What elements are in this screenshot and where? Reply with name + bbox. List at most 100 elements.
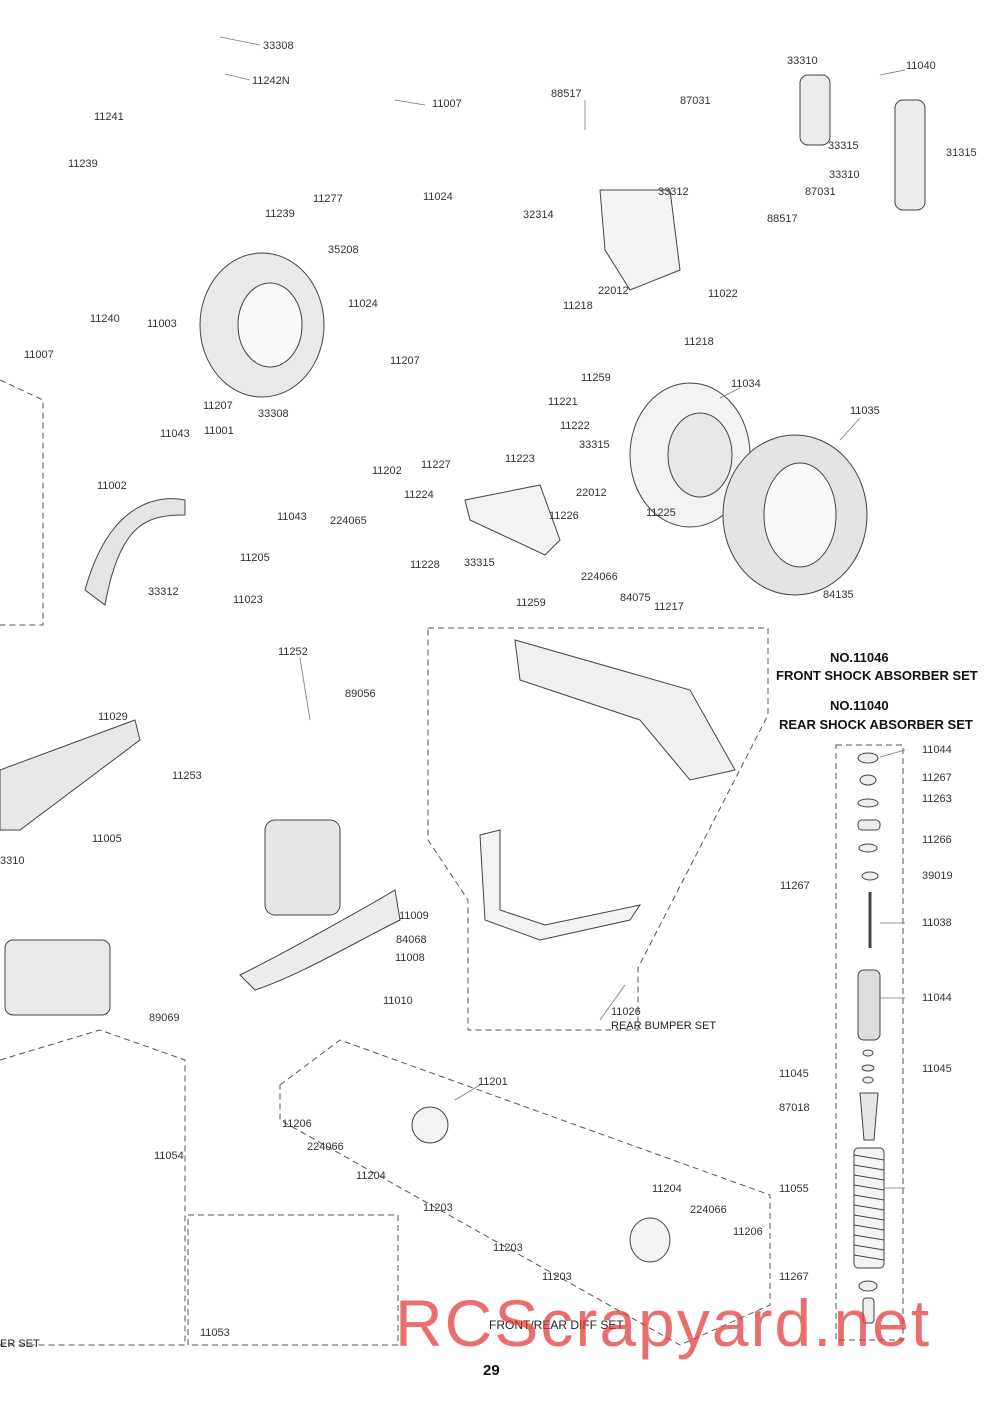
- part-label: 224066: [581, 571, 618, 583]
- part-label: 11226: [549, 510, 579, 522]
- part-label: 11240: [90, 313, 120, 325]
- diff-ring-gear: [411, 1106, 449, 1144]
- part-label: 33312: [658, 186, 689, 198]
- part-label: 32314: [523, 209, 554, 221]
- engine: [264, 819, 341, 916]
- part-label: 11035: [850, 405, 880, 417]
- part-label: 11239: [68, 158, 98, 170]
- part-label: 11267: [779, 1271, 809, 1283]
- part-label: 11242N: [252, 75, 290, 87]
- part-label: 33310: [787, 55, 818, 67]
- rear-shock-set-name: REAR SHOCK ABSORBER SET: [779, 717, 973, 732]
- rear-bumper-set-label: REAR BUMPER SET: [611, 1020, 717, 1032]
- part-label: 11044: [922, 992, 952, 1004]
- page-number: 29: [483, 1362, 500, 1379]
- part-label: 11034: [731, 378, 761, 390]
- part-label: 88517: [767, 213, 798, 225]
- part-label: 11223: [505, 453, 535, 465]
- front-shock-set-number: NO.11046: [830, 650, 889, 665]
- part-label: 11205: [240, 552, 270, 564]
- diff-case: [629, 1217, 671, 1263]
- part-label: 11241: [94, 111, 124, 123]
- part-label: 11053: [200, 1327, 230, 1339]
- front-bumper-dashed-outline: [0, 379, 44, 626]
- part-label: 11201: [478, 1076, 508, 1088]
- part-label: 11008: [395, 952, 425, 964]
- rear-bumper-dashed-outline: [427, 627, 769, 1031]
- part-label: 87031: [805, 186, 836, 198]
- part-label: 33315: [828, 140, 859, 152]
- part-label: 33308: [258, 408, 289, 420]
- part-label: 11010: [383, 995, 413, 1007]
- part-label: 11007: [24, 349, 54, 361]
- part-label: 224065: [330, 515, 367, 527]
- bumper-11053-dashed-outline: [187, 1214, 399, 1346]
- part-label: 84135: [823, 589, 854, 601]
- part-label: 11266: [922, 834, 952, 846]
- part-label: 31315: [946, 147, 977, 159]
- part-label: 84075: [620, 592, 651, 604]
- part-label: 11203: [493, 1242, 523, 1254]
- part-label: 11227: [421, 459, 451, 471]
- part-label: 11204: [652, 1183, 682, 1195]
- part-label: 11044: [922, 744, 952, 756]
- part-label: 33315: [579, 439, 610, 451]
- part-label: 11259: [516, 597, 546, 609]
- part-label: 11253: [172, 770, 202, 782]
- part-label: 11221: [548, 396, 578, 408]
- part-label: 22012: [576, 487, 607, 499]
- part-label: 11277: [313, 193, 343, 205]
- part-label: 224066: [690, 1204, 727, 1216]
- part-label: 88517: [551, 88, 582, 100]
- part-label: 11267: [922, 772, 952, 784]
- part-label: 11203: [542, 1271, 572, 1283]
- part-label: 11023: [233, 594, 263, 606]
- shock-11040: [894, 99, 926, 211]
- rear-shock-stack: [853, 752, 885, 1324]
- front-shock-set-name: FRONT SHOCK ABSORBER SET: [776, 668, 978, 683]
- diff-set-label: FRONT/REAR DIFF SET: [489, 1318, 624, 1332]
- part-label: 11203: [423, 1202, 453, 1214]
- part-label: 11038: [922, 917, 952, 929]
- body-11029: [0, 719, 141, 831]
- part-label: 11239: [265, 208, 295, 220]
- part-label: 11207: [203, 400, 233, 412]
- part-label: 33308: [263, 40, 294, 52]
- part-label: 11024: [423, 191, 453, 203]
- part-label: 39019: [922, 870, 953, 882]
- part-label: 84068: [396, 934, 427, 946]
- bumper-set-dashed-outline: [0, 1029, 186, 1346]
- part-silhouettes: [0, 74, 926, 1263]
- part-label: 11228: [410, 559, 440, 571]
- part-label: 11040: [906, 60, 936, 72]
- part-label: 11217: [654, 601, 684, 613]
- rear-shock-set-number: NO.11040: [830, 698, 889, 713]
- part-label: 11222: [560, 420, 590, 432]
- part-label: 224066: [307, 1141, 344, 1153]
- part-label: 11045: [779, 1068, 809, 1080]
- exhaust-pipe: [239, 889, 401, 991]
- part-label: 11007: [432, 98, 462, 110]
- part-label: 11267: [780, 880, 810, 892]
- chassis-brace-11002: [84, 498, 186, 606]
- part-label: 11029: [98, 711, 128, 723]
- leader-lines: [219, 36, 906, 1189]
- part-label: 33315: [464, 557, 495, 569]
- part-label: 11225: [646, 507, 676, 519]
- part-label: 11054: [154, 1150, 184, 1162]
- part-label: 3310: [0, 855, 25, 867]
- part-label: 89069: [149, 1012, 180, 1024]
- part-label: 11218: [563, 300, 593, 312]
- part-label: 11022: [708, 288, 738, 300]
- part-label: 11055: [779, 1183, 809, 1195]
- diff-dashed-outline: [279, 1039, 771, 1346]
- shock-dashed-outline: [835, 744, 904, 1341]
- part-label: 11259: [581, 372, 611, 384]
- part-label: 87031: [680, 95, 711, 107]
- suspension-arm: [464, 484, 561, 556]
- part-label: 33312: [148, 586, 179, 598]
- part-label: 35208: [328, 244, 359, 256]
- part-label: 11045: [922, 1063, 952, 1075]
- shock-tower-11022: [599, 189, 681, 291]
